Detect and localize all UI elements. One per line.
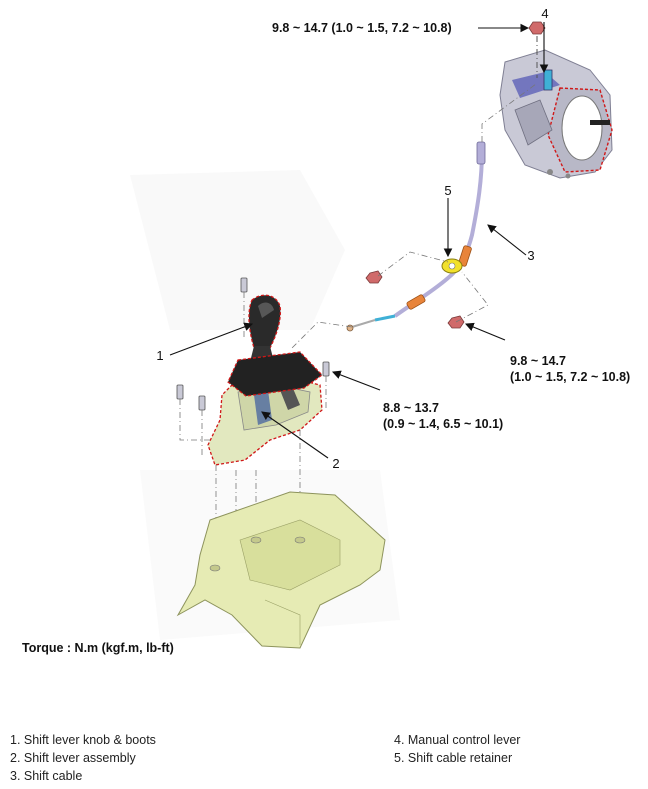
torque-spec-line: (1.0 ~ 1.5, 7.2 ~ 10.8) — [510, 370, 631, 384]
callout-3: 3 — [527, 248, 535, 263]
torque-spec-line: (0.9 ~ 1.4, 6.5 ~ 10.1) — [383, 417, 504, 431]
torque-spec-cable-bracket: 9.8 ~ 14.7 (1.0 ~ 1.5, 7.2 ~ 10.8) — [510, 353, 630, 385]
torque-unit-label: Torque : N.m (kgf.m, lb-ft) — [22, 641, 174, 655]
callout-2: 2 — [332, 456, 340, 471]
leader-torque-right — [464, 322, 506, 341]
legend-item: 5. Shift cable retainer — [394, 751, 513, 765]
callout-4: 4 — [541, 6, 549, 21]
legend-item: 3. Shift cable — [10, 769, 83, 783]
leader-2 — [261, 411, 329, 459]
legend-item: 2. Shift lever assembly — [10, 751, 136, 765]
legend-item: 4. Manual control lever — [394, 733, 521, 747]
torque-spec-line: 9.8 ~ 14.7 (1.0 ~ 1.5, 7.2 ~ 10.8) — [272, 21, 452, 35]
legend-item: 1. Shift lever knob & boots — [10, 733, 156, 747]
torque-spec-line: 9.8 ~ 14.7 — [510, 354, 566, 368]
leader-1 — [169, 322, 254, 356]
shift-cable — [346, 141, 486, 332]
cable-assembly-guide-lines — [291, 83, 537, 349]
shift-cable-retainer — [441, 258, 463, 274]
callout-1: 1 — [156, 348, 164, 363]
leader-torque-lever — [331, 370, 381, 391]
manual-control-lever — [543, 69, 553, 91]
torque-spec-manual-lever-nut: 9.8 ~ 14.7 (1.0 ~ 1.5, 7.2 ~ 10.8) — [272, 20, 452, 36]
shift-lever-knob-and-boots — [227, 294, 323, 397]
torque-spec-line: 8.8 ~ 13.7 — [383, 401, 439, 415]
floor-panel — [176, 491, 386, 649]
parts-legend-left: 1. Shift lever knob & boots 2. Shift lev… — [10, 731, 156, 785]
leader-3 — [487, 224, 527, 256]
leader-lines — [169, 22, 549, 459]
parts-legend-right: 4. Manual control lever 5. Shift cable r… — [394, 731, 520, 767]
torque-spec-shift-lever: 8.8 ~ 13.7 (0.9 ~ 1.4, 6.5 ~ 10.1) — [383, 400, 503, 432]
transaxle-housing — [499, 49, 613, 179]
manual-lever-nut — [528, 21, 546, 35]
callout-5: 5 — [444, 183, 452, 198]
